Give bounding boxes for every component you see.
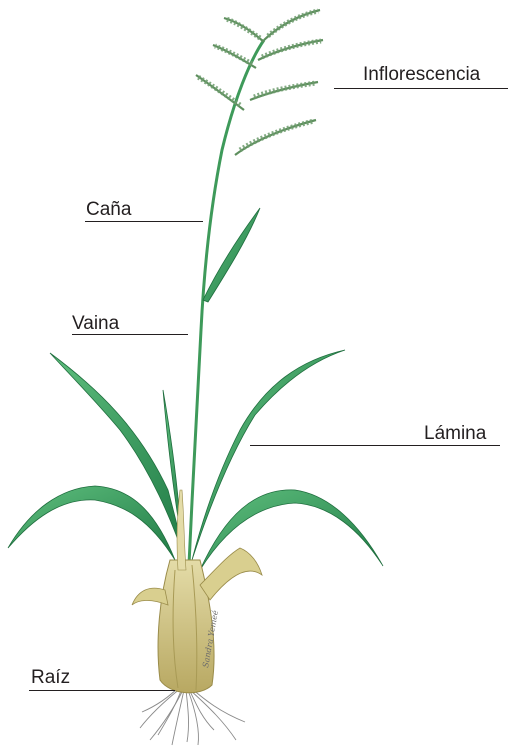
leader-line-sheath xyxy=(72,334,188,335)
leader-line-culm xyxy=(85,221,203,222)
leader-line-root xyxy=(29,690,175,691)
inflorescence-branches xyxy=(196,10,323,155)
label-culm: Caña xyxy=(86,200,131,219)
leader-line-blade xyxy=(250,445,500,446)
spikelets xyxy=(198,11,321,150)
leader-line-inflorescence xyxy=(334,88,508,89)
label-inflorescence: Inflorescencia xyxy=(363,65,480,84)
leaf-blades xyxy=(8,208,383,570)
label-blade: Lámina xyxy=(424,424,486,443)
label-root: Raíz xyxy=(31,668,70,687)
roots xyxy=(140,686,245,745)
label-sheath: Vaina xyxy=(72,314,119,333)
